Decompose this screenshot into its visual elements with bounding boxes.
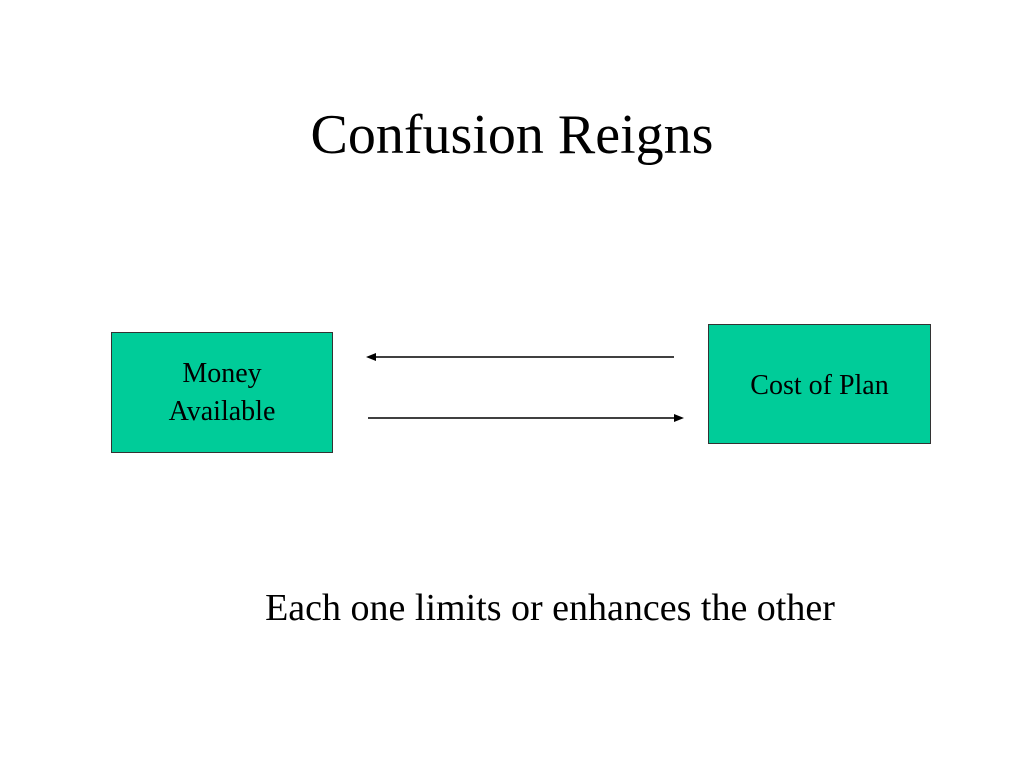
cost-of-plan-box: Cost of Plan xyxy=(708,324,931,444)
cost-of-plan-label: Cost of Plan xyxy=(750,370,889,401)
arrow-to-money-available xyxy=(366,353,674,361)
arrow-right-head xyxy=(674,414,684,422)
money-available-box: Money Available xyxy=(111,332,333,453)
money-available-line1: Money xyxy=(182,357,262,389)
arrow-left-head xyxy=(366,353,376,361)
slide-title: Confusion Reigns xyxy=(310,104,714,166)
arrow-to-cost-of-plan xyxy=(368,414,684,422)
slide-caption: Each one limits or enhances the other xyxy=(265,587,835,629)
money-available-label: Money Available xyxy=(112,355,332,431)
money-available-line2: Available xyxy=(168,395,276,427)
